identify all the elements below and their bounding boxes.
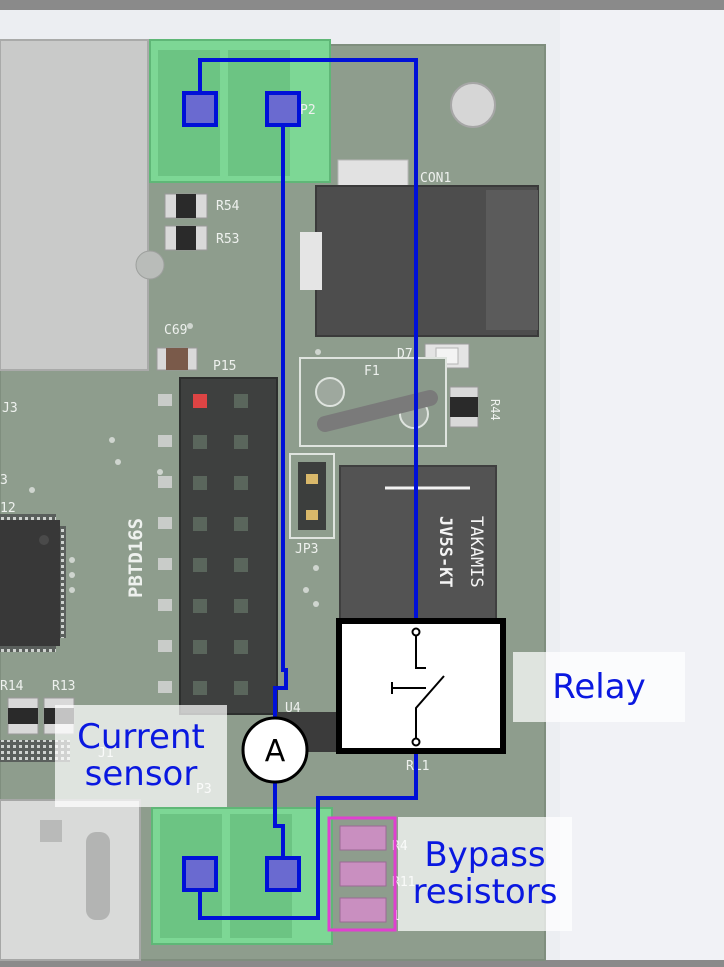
silk-r13: R13	[52, 679, 75, 694]
terminal-p3-pin1	[182, 856, 218, 892]
silk-r44: R44	[488, 399, 502, 421]
connector-j1-pins	[0, 740, 70, 762]
ammeter-symbol	[241, 716, 309, 784]
trace-live-top	[198, 58, 418, 632]
silk-p15: P15	[213, 359, 236, 374]
trace-overlay	[198, 58, 418, 920]
pin-header-p15	[179, 377, 278, 715]
silk-c69: C69	[164, 323, 187, 338]
relay-switch-glyph	[391, 634, 445, 740]
con1-latch	[300, 232, 322, 290]
j3-housing	[0, 39, 149, 371]
mounting-hole	[450, 82, 496, 128]
resistor-r14-body	[8, 708, 38, 724]
silk-u4: U4	[285, 701, 301, 716]
bypass-highlight-box	[327, 816, 397, 932]
mcu-chip	[0, 520, 60, 646]
callout-bypass-line2: resistors	[412, 872, 558, 912]
terminal-p3-pin2	[265, 856, 301, 892]
bypass-resistor	[339, 861, 387, 887]
silk-board-name: PBTD16S	[125, 518, 147, 598]
pin-header-p15-pins	[193, 394, 248, 695]
ammeter-label: A	[265, 734, 286, 769]
silk-f1: F1	[364, 364, 380, 379]
capacitor-c69-body	[166, 348, 188, 370]
right-panel	[560, 10, 724, 960]
vias	[29, 323, 321, 607]
resistor-r53-body	[176, 226, 196, 250]
jumper-pin	[306, 510, 318, 520]
usb-slot	[86, 832, 110, 920]
silk-d7: D7	[397, 347, 413, 362]
bypass-resistor	[339, 825, 387, 851]
callout-relay-label: Relay	[552, 666, 646, 707]
usb-connector	[0, 799, 141, 961]
terminal-markers	[182, 91, 301, 892]
top-frame-bar	[0, 0, 724, 10]
trace-sensor-in	[273, 109, 288, 728]
bottom-frame-bar	[0, 960, 724, 967]
callout-current-sensor: Current sensor	[55, 705, 227, 807]
silk-con1: CON1	[420, 171, 451, 186]
mcu-pins-right	[60, 526, 66, 638]
silk-p2: P2	[300, 103, 316, 118]
callout-current-line2: sensor	[84, 754, 198, 794]
silk-jp3: JP3	[295, 542, 318, 557]
resistor-r44-body	[450, 397, 478, 417]
terminal-p2-pin2	[265, 91, 301, 127]
callout-current-line1: Current	[77, 717, 205, 758]
resistor-r54-body	[176, 194, 196, 218]
mcu-pin1-mark	[39, 535, 49, 545]
trace-return	[198, 742, 418, 920]
silk-r54: R54	[216, 199, 240, 214]
relay-brand-text: TAKAMIS	[466, 516, 486, 588]
silk-r53: R53	[216, 232, 239, 247]
silk-j3: J3	[2, 401, 18, 416]
side-pads	[158, 394, 172, 693]
callout-bypass-resistors: Bypass resistors	[398, 817, 572, 931]
silk-r14: R14	[0, 679, 24, 694]
relay-symbol	[336, 618, 506, 754]
callout-relay: Relay	[513, 652, 685, 722]
mcu-pins-bottom	[0, 646, 56, 652]
mounting-hole	[135, 250, 165, 280]
mcu-pins-top	[0, 514, 56, 520]
bypass-resistor	[339, 897, 387, 923]
con1-side	[486, 190, 538, 330]
trace-sensor-out	[273, 772, 285, 858]
relay-contact-bottom	[411, 737, 421, 747]
usb-detail	[40, 820, 62, 842]
silk-ref-12: 12	[0, 501, 16, 516]
callout-bypass-line1: Bypass	[424, 835, 546, 876]
jumper-pin	[306, 474, 318, 484]
relay-model-text: JV5S-KT	[435, 516, 455, 588]
fuse-f1-body	[317, 390, 438, 432]
fuse-f1-hole	[315, 377, 345, 407]
terminal-p2-pin1	[182, 91, 218, 127]
silk-ref-3: 3	[0, 473, 8, 488]
relay-contact-top	[411, 627, 421, 637]
